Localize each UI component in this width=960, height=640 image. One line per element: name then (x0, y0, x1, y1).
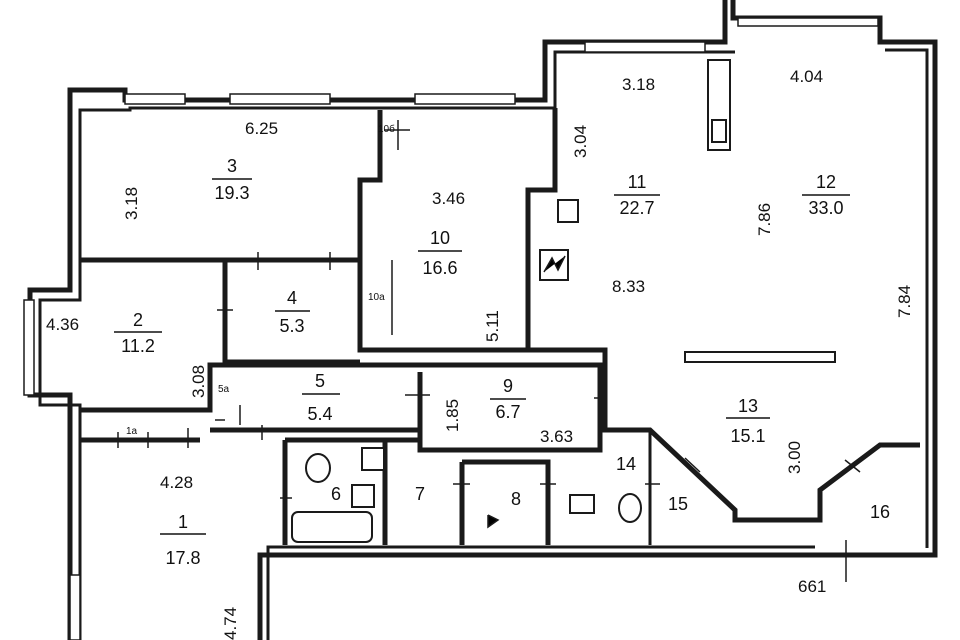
outer-walls (27, 0, 938, 640)
room-5-area: 5.4 (307, 404, 332, 424)
dimension-labels: 6.25 3.18 3.46 3.04 3.18 4.04 7.86 7.84 … (46, 67, 914, 640)
window-room12 (737, 17, 879, 27)
windows (23, 17, 879, 640)
dim-5-11: 5.11 (483, 310, 502, 342)
dim-6-25: 6.25 (245, 119, 278, 138)
room-7-number: 7 (415, 484, 425, 504)
room-2-area: 11.2 (121, 336, 155, 356)
dim-3-18-room11: 3.18 (622, 75, 655, 94)
window-room2 (23, 299, 35, 396)
toilet-room14 (618, 493, 642, 523)
dim-3-00: 3.00 (785, 441, 804, 474)
room-10-number: 10 (430, 228, 450, 248)
dim-3-18-room3: 3.18 (122, 187, 141, 220)
bathtub (291, 511, 373, 543)
room-13-number: 13 (738, 396, 758, 416)
room-4-area: 5.3 (279, 316, 304, 336)
room-13-area: 15.1 (730, 426, 765, 446)
room-16-number: 16 (870, 502, 890, 522)
room-8-number: 8 (511, 489, 521, 509)
stove (557, 199, 579, 223)
room-15-number: 15 (668, 494, 688, 514)
room-6-number: 6 (331, 484, 341, 504)
room-2-number: 2 (133, 310, 143, 330)
room-12-number: 12 (816, 172, 836, 192)
fixtures (291, 199, 642, 543)
sink-room6 (361, 447, 385, 471)
small-labels: 5a 1a 10a 10б (126, 123, 395, 437)
dim-4-04: 4.04 (790, 67, 823, 86)
dim-4-36: 4.36 (46, 315, 79, 334)
label-1a: 1a (126, 426, 138, 437)
room-3-area: 19.3 (214, 183, 249, 203)
room-11-area: 22.7 (619, 198, 654, 218)
room-9-number: 9 (503, 376, 513, 396)
dim-8-33: 8.33 (612, 277, 645, 296)
label-10a: 10a (368, 292, 385, 303)
dim-4-28: 4.28 (160, 473, 193, 492)
label-10b: 10б (378, 123, 395, 135)
window-room3-left (124, 93, 186, 105)
dim-3-08: 3.08 (189, 365, 208, 398)
dim-7-84: 7.84 (895, 285, 914, 318)
dim-7-86: 7.86 (755, 203, 774, 236)
dim-3-63: 3.63 (540, 427, 573, 446)
room-labels: 19.3 3 2 11.2 1 17.8 4 5.3 5 5.4 10 16.6… (114, 156, 890, 568)
toilet-room6 (305, 453, 331, 483)
room-11-number: 11 (628, 172, 647, 192)
boiler (539, 249, 569, 281)
room-5-number: 5 (315, 371, 325, 391)
window-room10 (414, 93, 516, 105)
room-4-number: 4 (287, 288, 297, 308)
room-14-number: 14 (616, 454, 636, 474)
room-12-area: 33.0 (808, 198, 843, 218)
dim-3-46: 3.46 (432, 189, 465, 208)
room-10-area: 16.6 (422, 258, 457, 278)
dim-661: 661 (798, 577, 826, 596)
interior-walls (80, 59, 920, 545)
room-9-area: 6.7 (495, 402, 520, 422)
room-1-area: 17.8 (165, 548, 200, 568)
dim-3-04: 3.04 (571, 125, 590, 158)
counter (684, 351, 836, 363)
sink-room14 (569, 494, 595, 514)
window-room11 (584, 41, 706, 53)
dim-1-85: 1.85 (443, 399, 462, 432)
room-3-number-text: 3 (227, 156, 237, 176)
window-room1 (69, 574, 81, 640)
label-5a: 5a (218, 384, 230, 395)
door-marks (117, 120, 861, 582)
cabinet-room6 (351, 484, 375, 508)
window-room3-right (229, 93, 331, 105)
room-1-number: 1 (178, 512, 188, 532)
dim-4-74: 4.74 (221, 607, 240, 640)
